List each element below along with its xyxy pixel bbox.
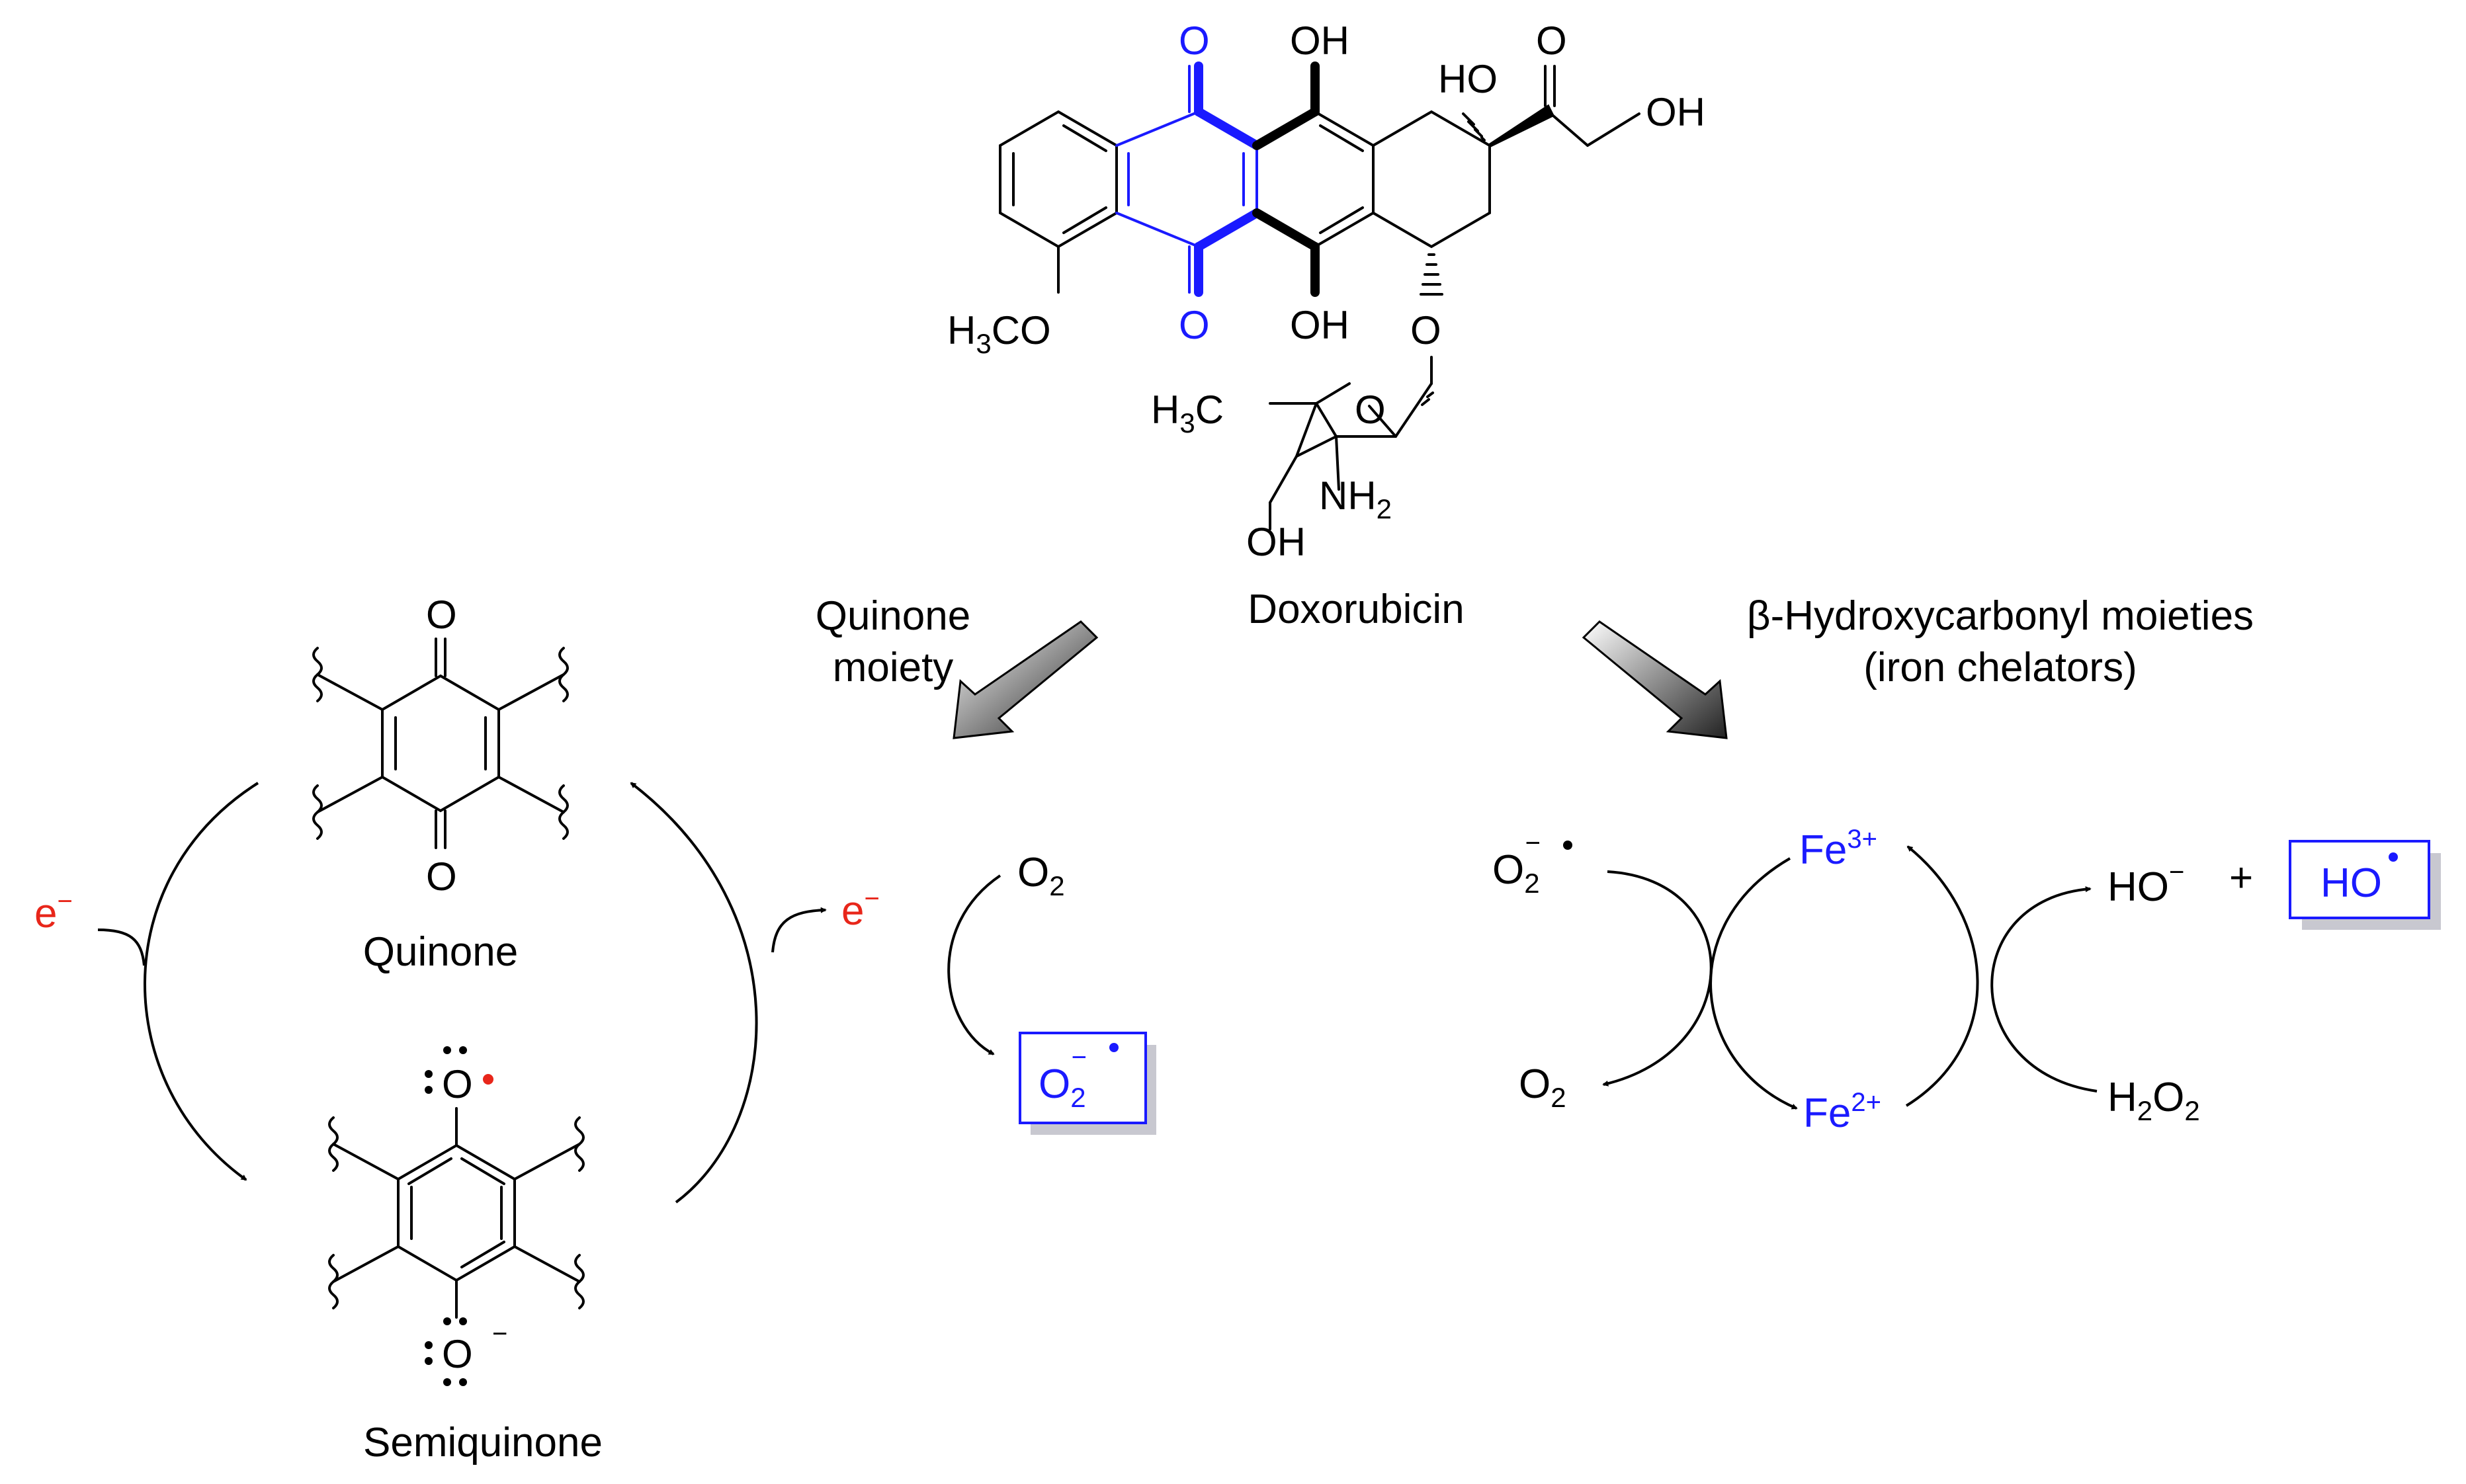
ring-c (1252, 62, 1375, 297)
fe2-label: Fe2+ (1803, 1088, 1881, 1136)
glycosidic-o-label: O (1410, 308, 1441, 352)
hash-wedge-ho (1462, 112, 1486, 142)
superoxide-radical-dot-right (1563, 841, 1572, 850)
quinone-o-bottom: O (426, 854, 457, 899)
peroxide-label: H2O2 (2107, 1075, 2200, 1126)
ring-a (999, 110, 1118, 249)
ketone-o-label: O (1536, 19, 1567, 63)
right-pathway-arrow (1582, 620, 1728, 739)
reduction-arc (144, 782, 259, 1181)
hydroxyl-radical-dot (2389, 852, 2398, 862)
superoxide-right: O2− (1492, 829, 1541, 899)
hydroxide-label: HO− (2107, 858, 2184, 910)
hash-wedge-o (1420, 253, 1443, 296)
fe3-to-fe2-arc (1709, 857, 1798, 1110)
oxidation-arc (630, 782, 758, 1204)
hash-wedge-anomeric (1421, 392, 1434, 406)
sugar-ring-o-label: O (1355, 388, 1386, 432)
electron-in: e− (34, 887, 73, 936)
ring-d (1372, 65, 1640, 296)
superoxide-left: O2− (1039, 1043, 1087, 1113)
ring-b-quinone (1115, 62, 1261, 297)
fe3-label: Fe3+ (1799, 825, 1877, 873)
hydroxyl-radical-box (2289, 840, 2430, 919)
amine-label: NH2 (1319, 474, 1392, 524)
peroxide-to-hydroxide-arc (1990, 886, 2098, 1092)
oxygen-to-superoxide-arrow (947, 874, 1001, 1055)
methoxy-label: H3CO (947, 308, 1051, 359)
semiquinone-charge: − (492, 1319, 507, 1348)
oh-bottom-label: OH (1290, 303, 1349, 347)
doxorubicin-structure: O O OH OH HO O OH O O H3CO H3C NH2 OH Do… (947, 19, 1705, 632)
doxorubicin-name: Doxorubicin (1248, 587, 1464, 632)
semiquinone-label: Semiquinone (363, 1420, 603, 1465)
quinone-label: Quinone (363, 929, 518, 975)
sugar-methyl-label: H3C (1151, 388, 1224, 438)
quinone-cycle: O O Quinone O O − (34, 593, 1156, 1465)
superoxide-radical-dot-left (1109, 1043, 1119, 1052)
iron-cycle: O2− O2 Fe3+ Fe2+ HO− + HO H2O2 (1492, 825, 2441, 1136)
electron-in-arrow (97, 928, 146, 966)
hydroxyl-radical-label: HO (2320, 860, 2382, 906)
left-pathway-title-1: Quinone (816, 593, 970, 639)
left-pathway-title-2: moiety (833, 645, 954, 690)
lone-pairs (425, 1046, 493, 1386)
superoxide-box-left (1019, 1032, 1147, 1124)
oxygen-label: O2 (1017, 850, 1065, 901)
quinone-molecule: O O (312, 593, 569, 899)
right-pathway-title-1: β-Hydroxycarbonyl moieties (1747, 593, 2254, 639)
ho-c9-label: HO (1438, 57, 1498, 101)
quinone-o-top: O (1179, 19, 1210, 63)
sugar-oh-label: OH (1246, 520, 1306, 564)
oh-top-label: OH (1290, 19, 1349, 63)
left-pathway-arrow (953, 620, 1099, 739)
quinone-o-top: O (426, 593, 457, 637)
electron-out-arrow (771, 907, 827, 953)
oxygen-right: O2 (1519, 1061, 1566, 1113)
semiquinone-molecule: O O − (328, 1046, 585, 1386)
semiquinone-o-top: O (442, 1062, 473, 1106)
radical-dot (483, 1074, 493, 1085)
side-oh-label: OH (1646, 90, 1705, 134)
semiquinone-o-bottom: O (442, 1332, 473, 1376)
superoxide-to-oxygen-arc (1602, 870, 1713, 1087)
sugar-ring (1269, 356, 1434, 530)
plus-sign: + (2229, 855, 2253, 901)
electron-out: e− (841, 884, 880, 934)
quinone-o-bottom: O (1179, 303, 1210, 347)
right-pathway-title-2: (iron chelators) (1863, 645, 2137, 690)
fe2-to-fe3-arc (1905, 845, 1979, 1107)
